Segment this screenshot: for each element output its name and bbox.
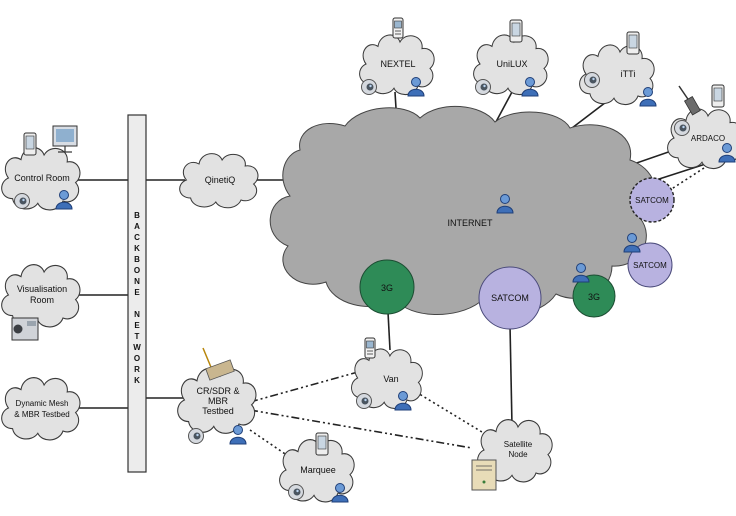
qinetiq-label: QinetiQ xyxy=(205,175,236,185)
backbone-letter: R xyxy=(134,365,140,374)
nextel-label: NEXTEL xyxy=(380,59,415,69)
ardaco-camera-icon xyxy=(674,120,690,136)
unilux-label: UniLUX xyxy=(496,59,527,69)
link-crsdr-marquee xyxy=(249,429,295,461)
link-crsdr-van xyxy=(249,371,359,403)
backbone-letter: C xyxy=(134,233,140,242)
crsdr-radio-icon xyxy=(202,347,235,381)
control-room-label: Control Room xyxy=(14,173,70,183)
satcom-right-label: SATCOM xyxy=(633,261,667,270)
backbone-letter: N xyxy=(134,277,140,286)
node-satcom-dashed: SATCOM xyxy=(629,177,675,223)
node-van: Van xyxy=(350,348,423,410)
satcom-center-label: SATCOM xyxy=(491,293,529,303)
node-unilux: UniLUX xyxy=(473,34,549,96)
marquee-pda-icon xyxy=(315,432,329,456)
crsdr-label-line2: MBR xyxy=(208,396,229,406)
node-dynamic-mesh: Dynamic Mesh & MBR Testbed xyxy=(1,377,81,441)
itti-pda-icon xyxy=(626,31,640,55)
ardaco-label: ARDACO xyxy=(691,134,725,143)
control-room-monitor-icon xyxy=(52,125,78,153)
dynamic-mesh-label-line2: & MBR Testbed xyxy=(14,410,69,419)
link-ardaco-satcom xyxy=(669,167,705,191)
node-qinetiq: QinetiQ xyxy=(179,153,259,209)
satellite-label-line1: Satellite xyxy=(504,440,533,449)
backbone-bar xyxy=(127,114,147,473)
ardaco-pda-icon xyxy=(711,84,725,108)
backbone-letter: W xyxy=(133,343,141,352)
backbone-letter: O xyxy=(134,354,140,363)
node-ardaco: ARDACO xyxy=(667,108,736,170)
node-marquee: Marquee xyxy=(279,439,355,503)
crsdr-label-line1: CR/SDR & xyxy=(196,386,239,396)
backbone-letter: K xyxy=(134,376,140,385)
node-3g-left: 3G xyxy=(359,259,415,315)
link-3g-van xyxy=(387,311,391,351)
3g-right-label: 3G xyxy=(588,292,600,302)
backbone-letter: N xyxy=(134,310,140,319)
visualisation-label-line2: Room xyxy=(30,295,54,305)
backbone-letter: K xyxy=(134,244,140,253)
node-satellite: Satellite Node xyxy=(477,419,553,483)
marquee-label: Marquee xyxy=(300,465,336,475)
node-cr-sdr: CR/SDR & MBR Testbed xyxy=(177,367,257,434)
satcom-dashed-label: SATCOM xyxy=(635,196,669,205)
unilux-camera-icon xyxy=(475,79,491,95)
van-camera-icon xyxy=(356,393,372,409)
server-icon xyxy=(471,459,497,491)
node-satcom-right: SATCOM xyxy=(623,233,673,288)
3g-left-label: 3G xyxy=(381,283,393,293)
projector-icon xyxy=(11,317,39,341)
backbone-letter: T xyxy=(135,332,140,341)
internet-cloud: INTERNET xyxy=(269,105,656,315)
nextel-camera-icon xyxy=(361,79,377,95)
nextel-phone-icon xyxy=(392,17,404,39)
backbone-letter: E xyxy=(134,321,140,330)
backbone-letter: A xyxy=(134,222,140,231)
backbone-letter: B xyxy=(134,211,140,220)
link-crsdr-satnode xyxy=(249,409,473,449)
van-label: Van xyxy=(383,374,398,384)
control-room-pda-icon xyxy=(23,132,37,156)
unilux-pda-icon xyxy=(509,19,523,43)
node-3g-right: 3G xyxy=(572,263,616,318)
node-itti: iTTi xyxy=(579,44,655,106)
crsdr-camera-icon xyxy=(188,428,204,444)
backbone-letter: E xyxy=(134,288,140,297)
node-satcom-center: SATCOM xyxy=(478,266,542,330)
backbone-letter: B xyxy=(134,255,140,264)
link-van-satnode xyxy=(415,391,483,433)
backbone-letter: O xyxy=(134,266,140,275)
node-control-room: Control Room xyxy=(1,147,81,211)
marquee-camera-icon xyxy=(288,484,304,500)
crsdr-label-line3: Testbed xyxy=(202,406,234,416)
itti-label: iTTi xyxy=(621,69,636,79)
satellite-label-line2: Node xyxy=(508,450,528,459)
node-nextel: NEXTEL xyxy=(359,34,435,96)
dynamic-mesh-label-line1: Dynamic Mesh xyxy=(16,399,69,408)
itti-camera-icon xyxy=(584,72,600,88)
van-phone-icon xyxy=(364,337,376,359)
ardaco-radio-icon xyxy=(678,85,701,116)
control-room-camera-icon xyxy=(14,193,30,209)
node-visualisation-room: Visualisation Room xyxy=(1,264,81,328)
link-satcom-satnode xyxy=(509,324,513,427)
internet-label: INTERNET xyxy=(448,218,494,228)
visualisation-label-line1: Visualisation xyxy=(17,284,67,294)
